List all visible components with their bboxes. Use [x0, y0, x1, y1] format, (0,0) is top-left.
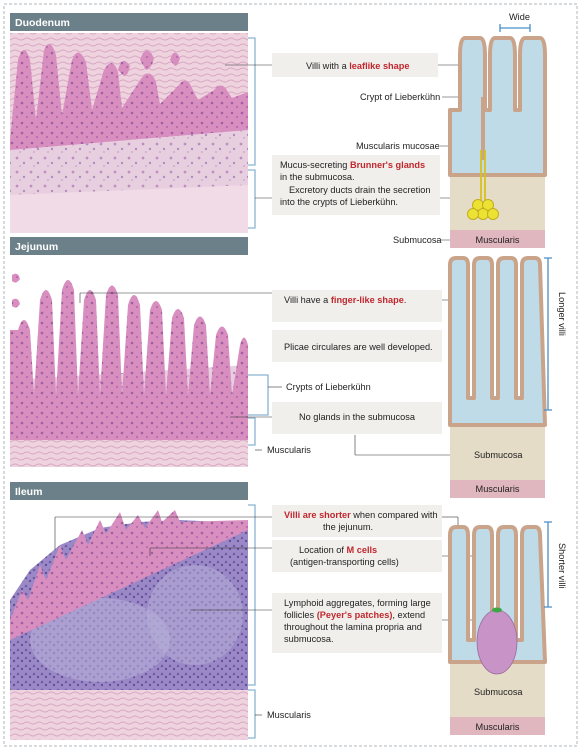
- svg-text:Villi are shorter when compare: Villi are shorter when compared with: [284, 510, 438, 520]
- svg-text:follicles (Peyer's patches), e: follicles (Peyer's patches), extend: [284, 610, 425, 620]
- jejunum-villi-callout: [272, 290, 442, 322]
- shorter-villi-label: Shorter villi: [557, 543, 567, 588]
- peyer-text-2: follicles: [284, 610, 317, 620]
- muscularis-mucosae-label: Muscularis mucosae: [356, 141, 440, 151]
- peyer-callout: [272, 593, 442, 653]
- duodenum-title: Duodenum: [15, 17, 70, 29]
- jejunum-muscularis-schematic-label: Muscularis: [476, 484, 520, 494]
- duodenum-muscularis-label: Muscularis: [476, 235, 520, 245]
- m-cells-text: Location of: [299, 545, 347, 555]
- svg-text:Mucus-secreting Brunner's glan: Mucus-secreting Brunner's glands: [280, 160, 425, 170]
- duodenum-crypt-label: Crypt of Lieberkühn: [360, 92, 440, 102]
- jejunum-submucosa-label: Submucosa: [474, 450, 523, 460]
- brunner-text-4: into the crypts of Lieberkühn.: [280, 197, 398, 207]
- peyer-patch-shape: [476, 609, 518, 675]
- jejunum-schematic: Muscularis Submucosa Longer villi: [448, 256, 567, 498]
- jejunum-muscularis-label: Muscularis: [267, 445, 311, 455]
- longer-villi-label: Longer villi: [557, 292, 567, 336]
- no-glands-callout: [272, 402, 442, 434]
- ileum-title: Ileum: [15, 486, 42, 498]
- ileum-schematic: Muscularis Submucosa Shorter villi: [448, 521, 567, 735]
- duodenum-submucosa-label: Submucosa: [393, 235, 442, 245]
- brunner-highlight: Brunner's glands: [350, 160, 425, 170]
- jejunum-crypts-label: Crypts of Lieberkühn: [286, 382, 371, 392]
- ileum-villi-text: when compared with: [351, 510, 438, 520]
- duodenum-villi-text: Villi with a: [306, 61, 349, 71]
- jejunum-section: Jejunum Villi have a finger-like shape. …: [10, 237, 567, 498]
- jejunum-villi-text: Villi have a: [284, 295, 331, 305]
- duodenum-villi-highlight: leaflike shape: [349, 61, 409, 71]
- duodenum-section: Duodenum Villi with a leaflike shape Cry…: [10, 12, 547, 248]
- peyer-text-1: Lymphoid aggregates, forming large: [284, 598, 431, 608]
- wide-label: Wide: [509, 12, 530, 22]
- ileum-villi-text-2: the jejunum.: [323, 522, 373, 532]
- peyer-highlight: (Peyer's patches): [317, 610, 393, 620]
- brunner-text-2: in the submucosa.: [280, 172, 355, 182]
- duodenum-villi-callout: [272, 53, 438, 77]
- jejunum-villi-highlight: finger-like shape: [331, 295, 404, 305]
- duodenum-micrograph: [10, 33, 248, 233]
- ileum-muscularis-label: Muscularis: [267, 710, 311, 720]
- plicae-text: Plicae circulares are well developed.: [284, 342, 433, 352]
- svg-text:Villi with a leaflike shape: Villi with a leaflike shape: [306, 61, 410, 71]
- duodenum-schematic: Muscularis Wide: [448, 12, 547, 248]
- jejunum-title: Jejunum: [15, 241, 58, 253]
- m-cells-text-2: (antigen-transporting cells): [290, 557, 399, 567]
- peyer-text-3: throughout the lamina propria and: [284, 622, 422, 632]
- peyer-text-4: submucosa.: [284, 634, 334, 644]
- ileum-villi-callout: [272, 505, 442, 537]
- m-cells-callout: [272, 540, 442, 572]
- ileum-micrograph: [10, 502, 248, 740]
- ileum-section: Ileum Villi are shorter when compared wi…: [10, 482, 567, 740]
- brunner-text-3: Excretory ducts drain the secretion: [289, 185, 430, 195]
- jejunum-micrograph: [10, 257, 248, 467]
- brunner-callout: [272, 155, 440, 215]
- m-cell-marker: [492, 607, 502, 613]
- svg-text:Location of M cells: Location of M cells: [299, 545, 377, 555]
- ileum-muscularis-schematic-label: Muscularis: [476, 722, 520, 732]
- m-cells-highlight: M cells: [347, 545, 378, 555]
- ileum-villi-highlight: Villi are shorter: [284, 510, 351, 520]
- no-glands-text: No glands in the submucosa: [299, 412, 416, 422]
- ileum-submucosa-label: Submucosa: [474, 687, 523, 697]
- duodenum-header: [10, 13, 248, 31]
- outer-frame: [3, 3, 578, 747]
- plicae-callout: [272, 330, 442, 362]
- jejunum-header: [10, 237, 248, 255]
- ileum-header: [10, 482, 248, 500]
- svg-text:Villi have a finger-like shape: Villi have a finger-like shape.: [284, 295, 406, 305]
- brunner-text-1: Mucus-secreting: [280, 160, 350, 170]
